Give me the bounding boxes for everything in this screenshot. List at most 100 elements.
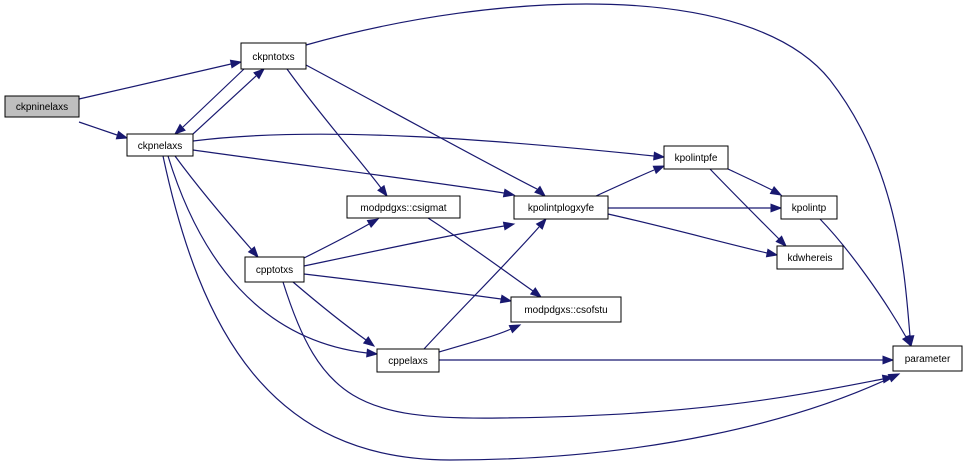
edge-cppelaxs-to-parameter: [439, 355, 895, 365]
arrowhead: [882, 355, 895, 365]
node-modpdgxs-csigmat-label: modpdgxs::csigmat: [360, 203, 446, 214]
edge-line: [303, 273, 502, 300]
edge-kpolintplogxyfe-to-kpolintpfe: [595, 165, 666, 197]
node-ckpnelaxs[interactable]: ckpnelaxs: [126, 133, 194, 157]
node-kpolintpfe-label: kpolintpfe: [675, 153, 718, 164]
edge-line: [595, 169, 655, 197]
node-parameter-label: parameter: [905, 354, 951, 365]
arrowhead: [775, 235, 787, 247]
edge-ckpninelaxs-to-ckpntotxs: [78, 59, 243, 100]
arrowhead: [765, 248, 779, 258]
edge-line: [305, 64, 538, 190]
edge-kpolintplogxyfe-to-kpolintp: [608, 203, 783, 213]
arrowhead: [508, 324, 522, 334]
edge-cpptotxs-to-csigmat: [303, 218, 380, 259]
edge-line: [192, 75, 257, 135]
node-ckpntotxs-label: ckpntotxs: [252, 52, 294, 63]
edge-cpptotxs-to-parameter: [282, 281, 895, 419]
arrowhead: [881, 374, 895, 384]
edge-line: [192, 133, 655, 157]
edge-kpolintpfe-to-kdwhereis: [709, 168, 787, 247]
node-kpolintp-label: kpolintp: [792, 203, 827, 214]
edge-line: [162, 155, 891, 461]
arrowhead: [115, 130, 129, 140]
node-parameter[interactable]: parameter: [892, 345, 963, 372]
edge-line: [286, 68, 382, 189]
edge-cpptotxs-to-kpolintplogxyfe: [303, 221, 516, 267]
node-kpolintplogxyfe[interactable]: kpolintplogxyfe: [513, 195, 609, 220]
node-cpptotxs-label: cpptotxs: [256, 265, 293, 276]
arrowhead: [534, 185, 547, 197]
node-kpolintplogxyfe-label: kpolintplogxyfe: [528, 203, 595, 214]
node-ckpninelaxs[interactable]: ckpninelaxs: [4, 95, 80, 118]
edge-cppelaxs-to-csofstu: [438, 324, 522, 353]
edge-csigmat-to-csofstu: [427, 217, 543, 298]
arrowhead: [362, 336, 376, 347]
edge-line: [303, 225, 505, 267]
edge-ckpntotxs-to-parameter: [305, 3, 915, 348]
arrowhead: [653, 151, 666, 161]
edge-line: [727, 168, 773, 191]
node-ckpntotxs[interactable]: ckpntotxs: [240, 42, 307, 70]
arrowhead: [173, 123, 186, 135]
edge-line: [292, 281, 367, 341]
edge-ckpnelaxs-to-cppelaxs: [167, 155, 379, 358]
arrowhead: [229, 59, 243, 69]
arrowhead: [366, 348, 379, 358]
arrowhead: [377, 184, 388, 198]
edge-cpptotxs-to-cppelaxs: [292, 281, 376, 347]
edge-line: [167, 155, 368, 354]
arrowhead: [253, 68, 266, 80]
edge-kpolintplogxyfe-to-kdwhereis: [607, 213, 779, 258]
arrowhead: [535, 217, 547, 230]
edge-ckpntotxs-to-ckpnelaxs: [173, 68, 245, 135]
node-kdwhereis[interactable]: kdwhereis: [776, 245, 844, 270]
node-modpdgxs-csofstu[interactable]: modpdgxs::csofstu: [510, 296, 622, 323]
arrowhead: [366, 218, 380, 229]
arrowhead: [769, 185, 783, 196]
edge-ckpninelaxs-to-ckpnelaxs: [78, 121, 129, 140]
edge-line: [438, 328, 512, 353]
edge-line: [303, 223, 370, 259]
edge-line: [282, 281, 884, 419]
arrowhead: [247, 246, 259, 259]
edge-line: [709, 168, 780, 240]
arrowhead: [502, 188, 516, 198]
node-layer: ckpninelaxs ckpntotxs ckpnelaxs modpdgxs…: [4, 42, 963, 373]
edge-line: [305, 3, 911, 337]
node-cppelaxs[interactable]: cppelaxs: [376, 348, 440, 373]
arrowhead: [502, 221, 516, 231]
edge-ckpnelaxs-to-cpptotxs: [174, 155, 259, 259]
node-kpolintpfe[interactable]: kpolintpfe: [663, 145, 729, 170]
edge-cpptotxs-to-csofstu: [303, 273, 513, 304]
edge-line: [427, 217, 534, 292]
edge-ckpntotxs-to-csigmat: [286, 68, 388, 198]
node-cppelaxs-label: cppelaxs: [388, 356, 427, 367]
edge-kpolintpfe-to-kpolintp: [727, 168, 783, 196]
node-modpdgxs-csigmat[interactable]: modpdgxs::csigmat: [346, 195, 461, 219]
edge-line: [78, 121, 118, 136]
edge-cppelaxs-to-kpolintplogxyfe: [423, 217, 547, 350]
edge-line: [78, 63, 232, 100]
edge-layer: [78, 3, 915, 461]
edge-ckpnelaxs-to-ckpntotxs: [192, 68, 266, 135]
edge-line: [423, 226, 540, 350]
node-modpdgxs-csofstu-label: modpdgxs::csofstu: [524, 305, 607, 316]
edge-line: [182, 68, 245, 128]
node-cpptotxs[interactable]: cpptotxs: [244, 256, 305, 283]
edge-line: [192, 149, 505, 194]
arrowhead: [529, 287, 543, 298]
edge-ckpntotxs-to-kpolintplogxyfe: [305, 64, 547, 197]
arrowhead: [652, 165, 666, 175]
node-kdwhereis-label: kdwhereis: [787, 253, 832, 264]
arrowhead: [499, 294, 513, 304]
node-kpolintp[interactable]: kpolintp: [780, 195, 838, 220]
edge-line: [174, 155, 253, 251]
edge-ckpnelaxs-to-kpolintpfe: [192, 133, 666, 161]
edge-line: [607, 213, 768, 254]
arrowhead: [770, 203, 783, 213]
node-ckpninelaxs-label: ckpninelaxs: [16, 102, 68, 113]
edge-ckpnelaxs-to-kpolintplogxyfe: [192, 149, 516, 198]
edge-kpolintp-to-parameter: [819, 218, 912, 348]
